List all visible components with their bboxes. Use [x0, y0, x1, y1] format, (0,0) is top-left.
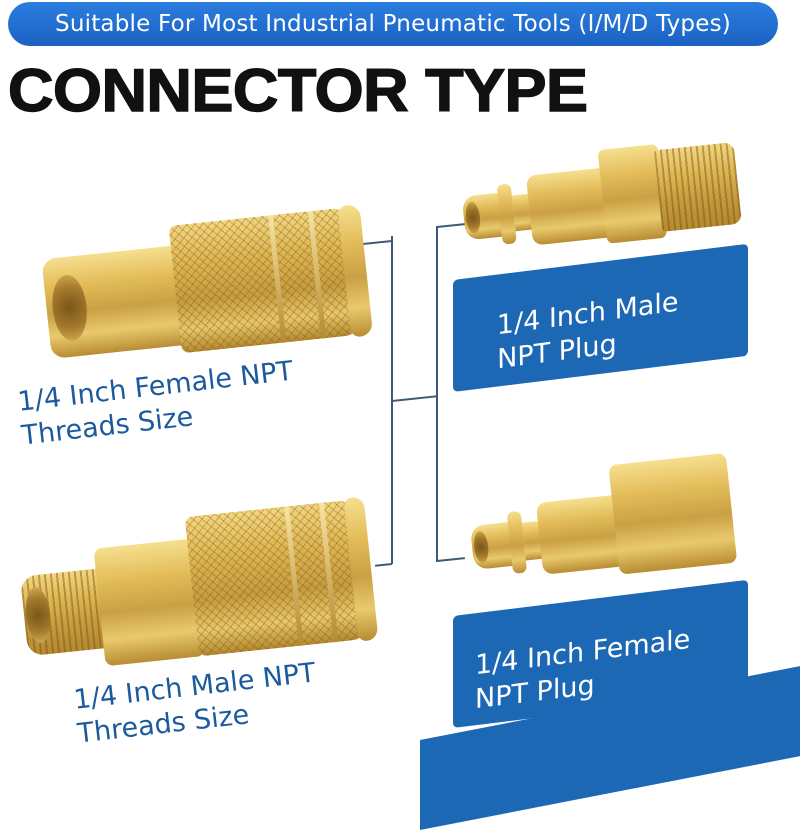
female-coupler-label: 1/4 Inch Female NPT Threads Size — [16, 355, 299, 454]
male-plug-label: 1/4 Inch Male NPT Plug — [453, 243, 748, 392]
compatibility-banner: Suitable For Most Industrial Pneumatic T… — [8, 2, 778, 46]
banner-text: Suitable For Most Industrial Pneumatic T… — [55, 11, 731, 37]
page-title: CONNECTOR TYPE — [7, 56, 589, 124]
